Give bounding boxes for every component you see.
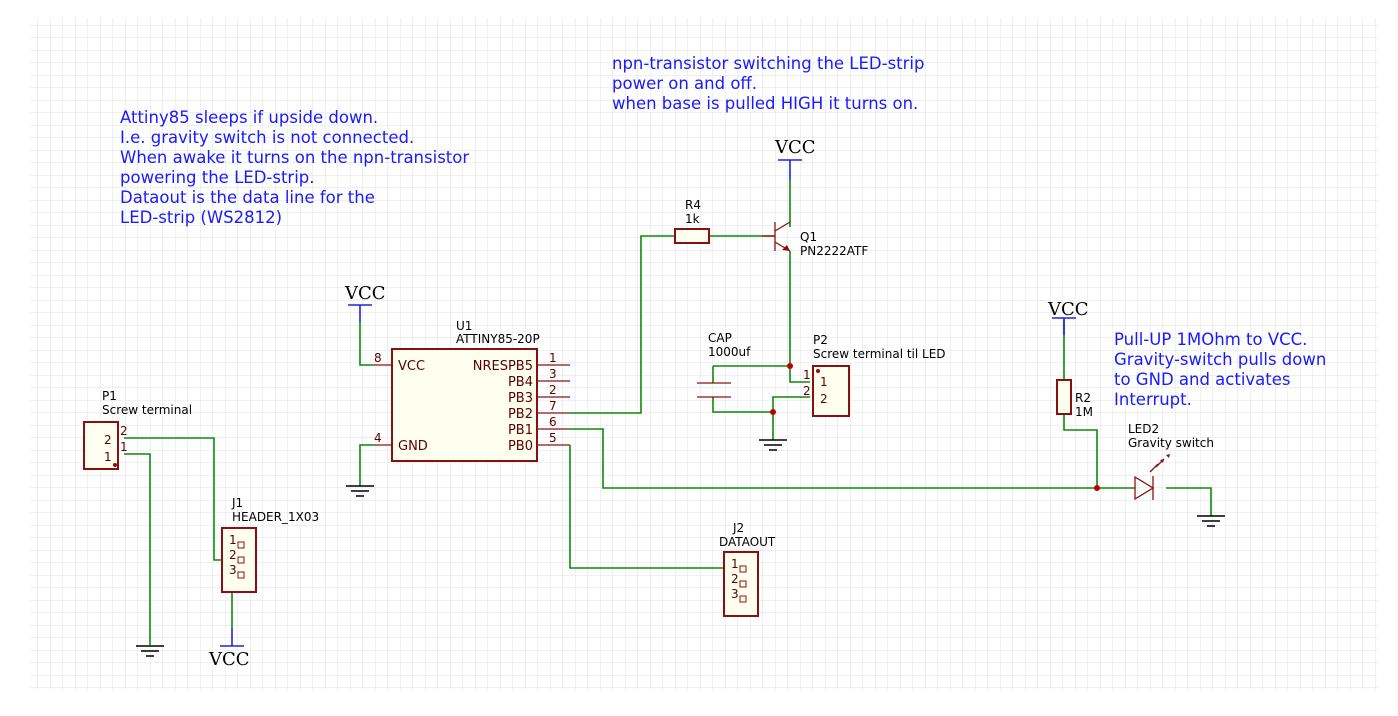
svg-text:Gravity switch: Gravity switch — [1128, 436, 1214, 450]
svg-text:7: 7 — [549, 399, 557, 413]
q1-transistor[interactable]: Q1 PN2222ATF — [762, 221, 868, 258]
svg-text:PB3: PB3 — [508, 391, 533, 406]
vcc-symbol-r2: VCC — [1047, 299, 1089, 335]
svg-text:1M: 1M — [1075, 405, 1093, 419]
led2-gravity-switch[interactable]: LED2 Gravity switch — [1128, 422, 1214, 501]
svg-text:LED2: LED2 — [1128, 422, 1159, 436]
r4-resistor[interactable]: R4 1k — [674, 198, 710, 244]
wires — [124, 180, 1212, 645]
svg-text:J1: J1 — [231, 496, 243, 510]
svg-text:2: 2 — [803, 384, 811, 398]
svg-text:NRESPB5: NRESPB5 — [473, 359, 533, 374]
svg-text:1: 1 — [229, 533, 237, 547]
svg-text:2: 2 — [549, 383, 557, 397]
ground-symbol-led — [1197, 515, 1225, 527]
svg-text:J2: J2 — [732, 521, 744, 535]
r2-resistor[interactable]: R2 1M — [1056, 379, 1093, 419]
p2-screw-terminal[interactable]: P2 Screw terminal til LED 1 2 1 2 — [803, 333, 946, 417]
svg-text:PN2222ATF: PN2222ATF — [800, 244, 868, 258]
svg-text:3: 3 — [549, 367, 557, 381]
svg-text:to GND and activates: to GND and activates — [1114, 370, 1291, 389]
ground-symbol-p1 — [136, 645, 164, 657]
svg-text:2: 2 — [120, 424, 128, 438]
svg-text:6: 6 — [549, 415, 557, 429]
svg-text:PB0: PB0 — [508, 439, 533, 454]
svg-text:LED-strip (WS2812): LED-strip (WS2812) — [120, 208, 282, 227]
junction — [787, 363, 793, 369]
svg-text:VCC: VCC — [774, 137, 816, 158]
svg-text:GND: GND — [398, 439, 428, 454]
svg-text:PB4: PB4 — [508, 375, 533, 390]
svg-text:3: 3 — [731, 587, 739, 601]
ground-symbol-u1 — [346, 485, 374, 497]
svg-text:VCC: VCC — [208, 649, 250, 670]
svg-text:2: 2 — [820, 392, 828, 406]
ground-symbol-cap — [759, 439, 787, 451]
svg-text:1k: 1k — [685, 212, 700, 226]
svg-text:2: 2 — [104, 433, 112, 447]
vcc-symbol-q1: VCC — [774, 137, 816, 180]
svg-text:4: 4 — [374, 431, 382, 445]
svg-text:P1: P1 — [102, 389, 117, 403]
junction — [770, 409, 776, 415]
svg-text:Dataout is the data line for t: Dataout is the data line for the — [120, 188, 375, 207]
j2-dataout-header[interactable]: J2 DATAOUT 1 2 3 — [719, 521, 776, 617]
svg-text:5: 5 — [549, 431, 557, 445]
svg-text:1: 1 — [549, 351, 557, 365]
svg-text:When awake it turns on the npn: When awake it turns on the npn-transisto… — [120, 148, 469, 167]
svg-text:1: 1 — [820, 375, 828, 389]
svg-text:U1: U1 — [456, 319, 472, 333]
svg-text:I.e. gravity switch is not con: I.e. gravity switch is not connected. — [120, 128, 414, 147]
note-sleep: Attiny85 sleeps if upside down. I.e. gra… — [120, 108, 469, 227]
svg-text:Screw terminal: Screw terminal — [102, 403, 192, 417]
svg-text:2: 2 — [229, 548, 237, 562]
svg-text:P2: P2 — [813, 333, 828, 347]
svg-text:Gravity-switch pulls down: Gravity-switch pulls down — [1114, 350, 1326, 369]
svg-text:when base is pulled HIGH it tu: when base is pulled HIGH it turns on. — [612, 94, 918, 113]
svg-text:1: 1 — [803, 368, 811, 382]
svg-text:ATTINY85-20P: ATTINY85-20P — [456, 332, 540, 346]
svg-text:Q1: Q1 — [800, 230, 817, 244]
svg-text:VCC: VCC — [1047, 299, 1089, 320]
cap-capacitor[interactable]: CAP 1000uf — [697, 331, 751, 398]
svg-text:8: 8 — [374, 351, 382, 365]
svg-text:2: 2 — [731, 572, 739, 586]
u1-attiny85[interactable]: U1 ATTINY85-20P 8 4 VCC GND NRESPB5 PB4 … — [374, 319, 570, 462]
svg-text:1: 1 — [731, 557, 739, 571]
svg-text:PB1: PB1 — [508, 423, 533, 438]
svg-text:1: 1 — [120, 440, 128, 454]
svg-text:R4: R4 — [685, 198, 701, 212]
vcc-symbol-j1: VCC — [208, 628, 250, 670]
note-pullup: Pull-UP 1MOhm to VCC. Gravity-switch pul… — [1114, 330, 1326, 409]
svg-text:npn-transistor switching the L: npn-transistor switching the LED-strip — [612, 54, 924, 73]
svg-text:power on and off.: power on and off. — [612, 74, 757, 93]
junction — [1094, 485, 1100, 491]
svg-text:DATAOUT: DATAOUT — [719, 535, 776, 549]
svg-text:CAP: CAP — [708, 331, 732, 345]
svg-text:Attiny85 sleeps if upside down: Attiny85 sleeps if upside down. — [120, 108, 378, 127]
svg-text:Interrupt.: Interrupt. — [1114, 390, 1192, 409]
svg-text:1000uf: 1000uf — [708, 345, 751, 359]
svg-text:VCC: VCC — [398, 359, 425, 374]
svg-text:PB2: PB2 — [508, 407, 533, 422]
svg-text:Screw terminal til LED: Screw terminal til LED — [813, 347, 946, 361]
svg-text:R2: R2 — [1075, 391, 1091, 405]
p1-screw-terminal[interactable]: P1 Screw terminal 2 1 2 1 — [83, 389, 192, 470]
svg-text:3: 3 — [229, 563, 237, 577]
vcc-symbol-u1: VCC — [344, 283, 386, 322]
svg-text:HEADER_1X03: HEADER_1X03 — [232, 510, 319, 524]
note-transistor: npn-transistor switching the LED-strip p… — [612, 54, 924, 113]
svg-text:Pull-UP 1MOhm to VCC.: Pull-UP 1MOhm to VCC. — [1114, 330, 1307, 349]
svg-text:VCC: VCC — [344, 283, 386, 304]
j1-header[interactable]: J1 HEADER_1X03 1 2 3 — [221, 496, 319, 593]
svg-text:powering the LED-strip.: powering the LED-strip. — [120, 168, 315, 187]
svg-text:1: 1 — [104, 450, 112, 464]
